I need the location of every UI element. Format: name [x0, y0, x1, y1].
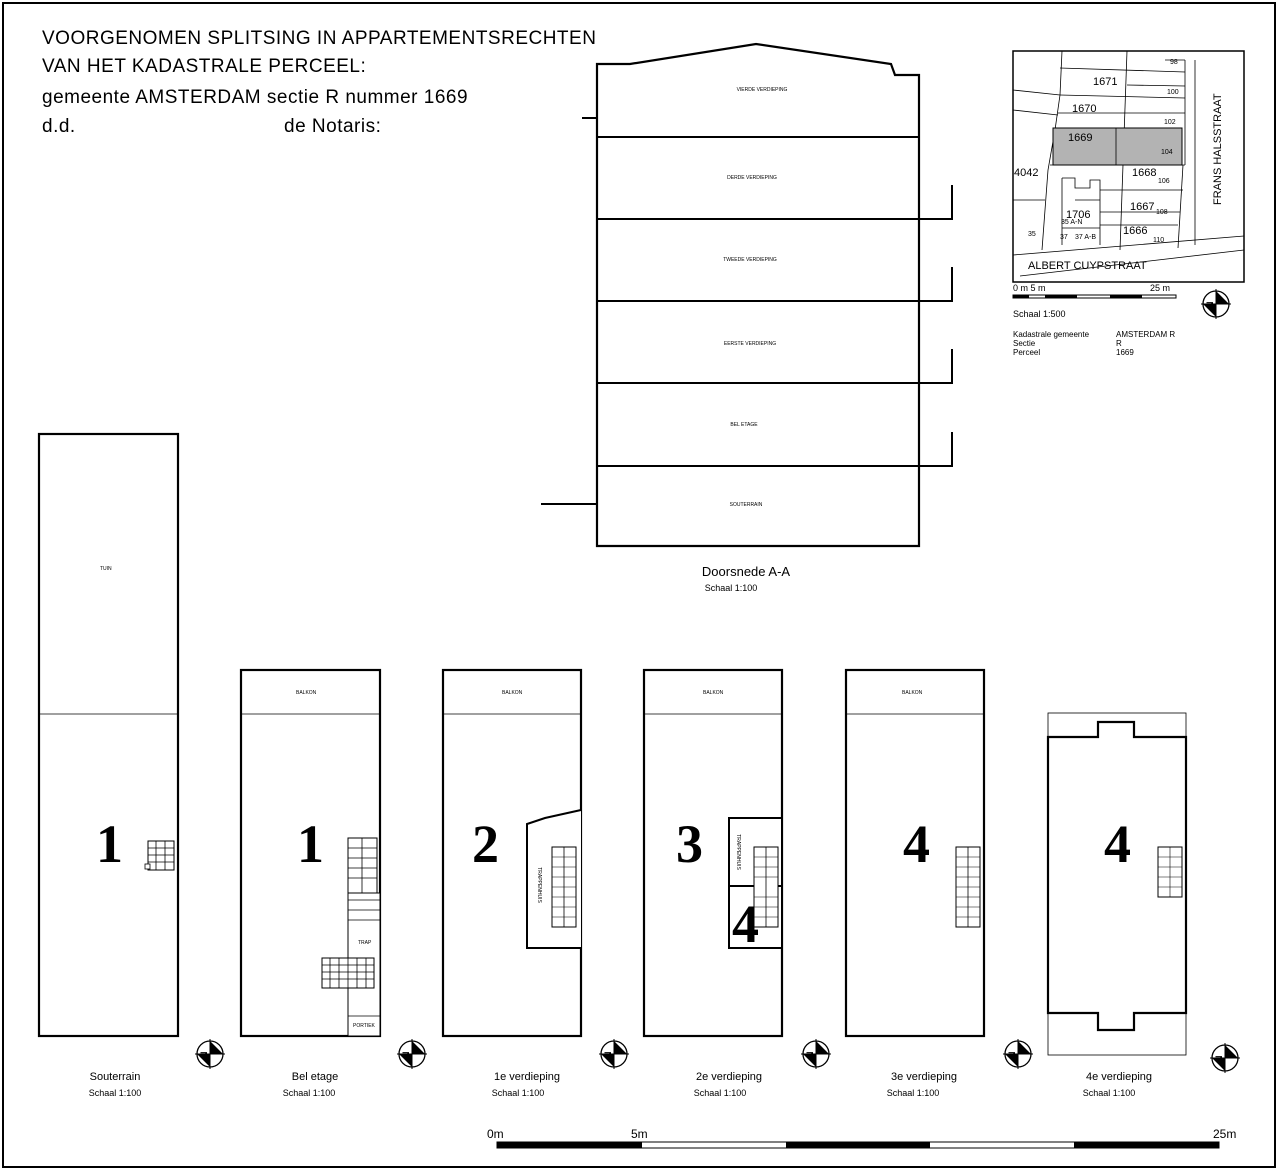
house-number: 108	[1156, 209, 1168, 216]
map-scale-label: 25 m	[1150, 283, 1170, 293]
north-arrow-icon	[800, 1038, 832, 1070]
title-line-1: VOORGENOMEN SPLITSING IN APPARTEMENTSREC…	[42, 28, 597, 49]
room-label: PORTIEK	[353, 1023, 376, 1029]
floor-plan-1e-verdieping: BALKON 2 TRAPPENHUIS 1e verdieping Schaa…	[441, 668, 630, 1098]
map-info-label: Sectie	[1013, 339, 1036, 348]
section-outline	[595, 42, 921, 548]
unit-number: 2	[472, 814, 499, 874]
room-label: TRAP	[358, 940, 372, 946]
map-info-value: 1669	[1116, 348, 1134, 357]
house-number: 37	[1060, 234, 1068, 241]
north-arrow-icon	[1200, 288, 1232, 320]
house-number: 106	[1158, 178, 1170, 185]
scale-bar: 0m 5m 25m	[487, 1127, 1236, 1149]
parcel-label: 1706	[1066, 209, 1090, 221]
notary-label: de Notaris:	[284, 116, 382, 137]
room-label: TRAPPENHUIS	[536, 867, 542, 903]
floor-plan-title: Bel etage	[292, 1071, 338, 1083]
scale-label: 5m	[631, 1127, 648, 1141]
section-floor-label: BEL ETAGE	[730, 422, 758, 428]
floor-plan-title: 4e verdieping	[1086, 1071, 1152, 1083]
floor-plan-title: 1e verdieping	[494, 1071, 560, 1083]
unit-number: 1	[96, 814, 123, 874]
house-number: 35	[1028, 231, 1036, 238]
title-line-2: VAN HET KADASTRALE PERCEEL:	[42, 56, 367, 77]
scale-label: 0m	[487, 1127, 504, 1141]
section-floor-label: SOUTERRAIN	[730, 502, 763, 508]
room-label: TUIN	[100, 566, 112, 572]
floor-plan-4e-verdieping: 4 4e verdieping Schaal 1:100	[1046, 712, 1241, 1098]
house-number: 37 A-B	[1075, 234, 1096, 241]
section-floor-label: EERSTE VERDIEPING	[724, 341, 776, 347]
map-info-value: AMSTERDAM R	[1116, 330, 1175, 339]
parcel-label: 1666	[1123, 225, 1147, 237]
parcel-label: 1669	[1068, 132, 1092, 144]
map-scale-label: 0 m 5 m	[1013, 283, 1046, 293]
parcel-label: 1670	[1072, 103, 1096, 115]
section-floor-label: VIERDE VERDIEPING	[737, 87, 788, 93]
room-label: BALKON	[703, 690, 724, 696]
floor-plan-2e-verdieping: BALKON 3 TRAPPENHUIS 4 2e verdieping Sch…	[642, 668, 832, 1098]
house-number: 100	[1167, 89, 1179, 96]
parcel-label: 4042	[1014, 167, 1038, 179]
map-info-label: Perceel	[1013, 348, 1040, 357]
cadastral-map: 1671 1670 1669 1668 1667 1666 1706 4042 …	[1012, 50, 1245, 357]
floor-plan-title: 2e verdieping	[696, 1071, 762, 1083]
street-label: ALBERT CUYPSTRAAT	[1028, 260, 1147, 272]
floor-plan-scale: Schaal 1:100	[492, 1088, 545, 1098]
room-label: BALKON	[902, 690, 923, 696]
room-label: BALKON	[296, 690, 317, 696]
unit-number: 1	[297, 814, 324, 874]
floor-plan-bel-etage: BALKON 1 TRAP PORTIEK Bel etage Schaal 1…	[239, 668, 428, 1098]
house-number: 104	[1161, 149, 1173, 156]
house-number: 35 A-N	[1061, 219, 1082, 226]
section-floor-label: TWEEDE VERDIEPING	[723, 257, 777, 263]
floor-plan-3e-verdieping: BALKON 4 3e verdieping Schaal 1:100	[844, 668, 1034, 1098]
unit-number: 4	[732, 894, 759, 954]
section-title: Doorsnede A-A	[702, 564, 790, 579]
floor-plan-scale: Schaal 1:100	[89, 1088, 142, 1098]
north-arrow-icon	[396, 1038, 428, 1070]
unit-number: 4	[1104, 814, 1131, 874]
floor-plan-title: Souterrain	[90, 1071, 141, 1083]
section-scale: Schaal 1:100	[705, 583, 758, 593]
parcel-label: 1671	[1093, 76, 1117, 88]
date-label: d.d.	[42, 116, 76, 137]
floor-plan-scale: Schaal 1:100	[887, 1088, 940, 1098]
room-label: BALKON	[502, 690, 523, 696]
cross-section: VIERDE VERDIEPING DERDE VERDIEPING TWEED…	[541, 42, 953, 593]
floor-plan-scale: Schaal 1:100	[1083, 1088, 1136, 1098]
map-info-value: R	[1116, 339, 1122, 348]
floor-plan-title: 3e verdieping	[891, 1071, 957, 1083]
room-label: TRAPPENHUIS	[735, 834, 741, 870]
section-floor-label: DERDE VERDIEPING	[727, 175, 777, 181]
street-label: FRANS HALSSTRAAT	[1212, 93, 1224, 205]
house-number: 110	[1153, 237, 1164, 244]
highlighted-parcel	[1052, 127, 1183, 166]
floor-plan-souterrain: TUIN 1 Souterrain Schaal 1:100	[37, 432, 226, 1098]
floor-plan-scale: Schaal 1:100	[694, 1088, 747, 1098]
map-info-label: Kadastrale gemeente	[1013, 330, 1090, 339]
parcel-label: 1667	[1130, 201, 1154, 213]
north-arrow-icon	[1002, 1038, 1034, 1070]
house-number: 102	[1164, 119, 1176, 126]
parcel-label: 1668	[1132, 167, 1156, 179]
title-line-3: gemeente AMSTERDAM sectie R nummer 1669	[42, 87, 469, 108]
floor-plan-scale: Schaal 1:100	[283, 1088, 336, 1098]
unit-number: 4	[903, 814, 930, 874]
unit-number: 3	[676, 814, 703, 874]
scale-label: 25m	[1213, 1127, 1236, 1141]
north-arrow-icon	[194, 1038, 226, 1070]
north-arrow-icon	[1209, 1042, 1241, 1074]
north-arrow-icon	[598, 1038, 630, 1070]
map-scale: Schaal 1:500	[1013, 309, 1066, 319]
house-number: 98	[1170, 59, 1178, 66]
